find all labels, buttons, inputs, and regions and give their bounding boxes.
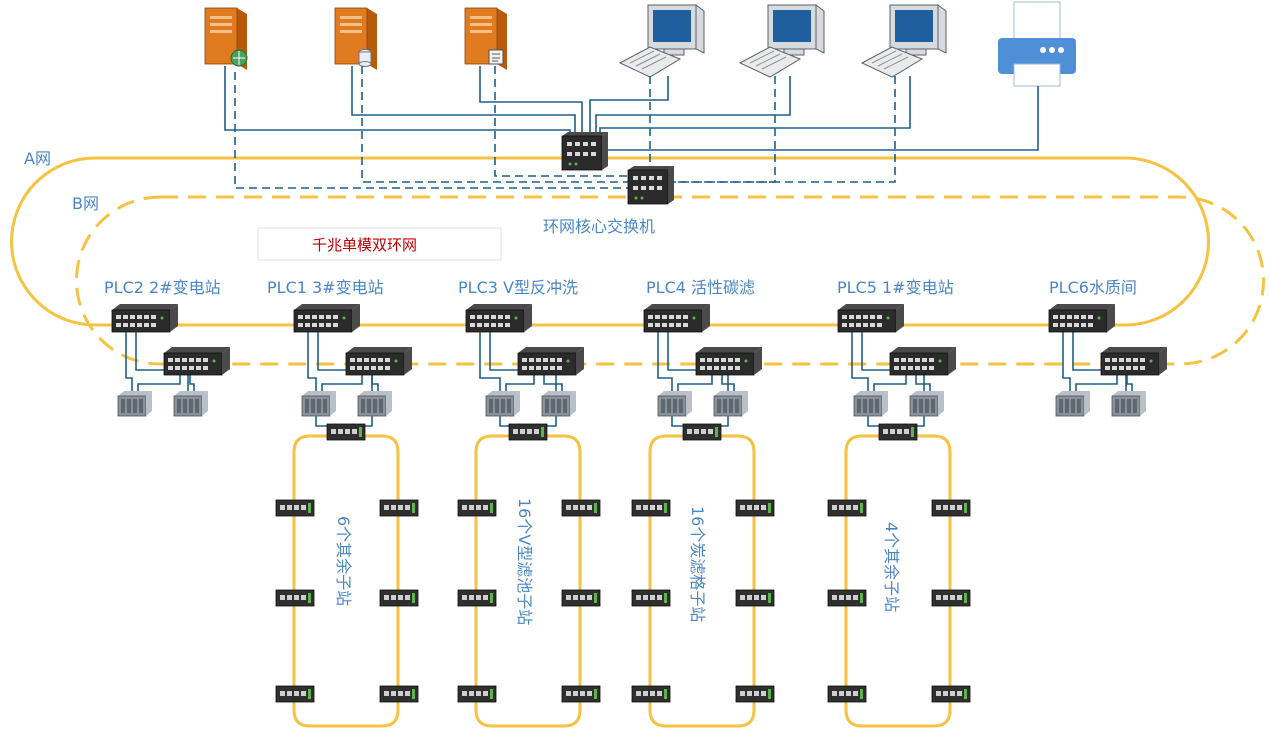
ring-a-switch-plc3 <box>465 304 532 333</box>
net-b-label: B网 <box>72 194 99 213</box>
workstation-icon <box>738 4 825 78</box>
subring-label-plc4: 16个炭滤格子站 <box>688 506 707 622</box>
ring-b-switch-plc2 <box>163 347 230 376</box>
substation-switch-plc5-r0 <box>931 499 971 517</box>
station-plc1 <box>293 304 412 417</box>
station-label-plc6: PLC6水质间 <box>1049 278 1137 297</box>
substation-switch-plc3-l1 <box>457 589 497 607</box>
station-plc2 <box>111 304 230 417</box>
plc-plc3-b <box>541 391 576 417</box>
stations-layer <box>111 304 1167 417</box>
substation-switch-plc3-l0 <box>457 499 497 517</box>
ring-a-switch-plc1 <box>293 304 360 333</box>
plc-plc1-b <box>357 391 392 417</box>
subring-hub-switch-plc1 <box>326 423 366 441</box>
ring-b-switch-plc3 <box>517 347 584 376</box>
substation-switch-plc1-r2 <box>379 685 419 703</box>
station-plc5 <box>837 304 956 417</box>
substation-switch-plc5-l2 <box>827 685 867 703</box>
plc-plc5-a <box>853 391 888 417</box>
subring-hub-switch-plc5 <box>878 423 918 441</box>
ring-b-switch-plc4 <box>695 347 762 376</box>
printer-icon <box>998 1 1076 87</box>
application-server-icon <box>464 7 507 70</box>
substation-switch-plc4-l0 <box>631 499 671 517</box>
substation-switch-plc5-r2 <box>931 685 971 703</box>
subring-plc1 <box>275 416 419 728</box>
plc-plc4-b <box>713 391 748 417</box>
ring-b-net <box>75 195 1265 366</box>
substation-switch-plc5-l1 <box>827 589 867 607</box>
database-server-icon <box>334 7 377 70</box>
workstation-icon <box>860 4 947 78</box>
substation-switch-plc3-l2 <box>457 685 497 703</box>
substation-switch-plc1-l0 <box>275 499 315 517</box>
station-label-plc1: PLC1 3#变电站 <box>267 278 384 297</box>
ring-a-net <box>10 156 1210 327</box>
plc-plc1-a <box>301 391 336 417</box>
ring-title-box <box>257 227 502 261</box>
substation-switch-plc3-r2 <box>561 685 601 703</box>
ring-a-switch-plc2 <box>111 304 178 333</box>
station-label-plc4: PLC4 活性碳滤 <box>646 278 755 297</box>
workstation-icon <box>618 4 705 78</box>
ring-a-switch-plc4 <box>643 304 710 333</box>
substation-switch-plc5-r1 <box>931 589 971 607</box>
ring-a-switch-plc6 <box>1048 304 1115 333</box>
station-label-plc5: PLC5 1#变电站 <box>837 278 954 297</box>
station-plc4 <box>643 304 762 417</box>
core-switch-label: 环网核心交换机 <box>543 217 655 236</box>
station-plc3 <box>465 304 584 417</box>
subrings-layer <box>275 416 971 728</box>
net-a-label: A网 <box>24 149 51 168</box>
ring-b-switch-plc6 <box>1100 347 1167 376</box>
substation-switch-plc4-r0 <box>735 499 775 517</box>
subring-label-plc5: 4个其余子站 <box>882 522 901 612</box>
subring-label-plc3: 16个V型滤池子站 <box>515 498 534 625</box>
plc-plc3-a <box>485 391 520 417</box>
substation-switch-plc4-l2 <box>631 685 671 703</box>
substation-switch-plc5-l0 <box>827 499 867 517</box>
subring-hub-switch-plc3 <box>508 423 548 441</box>
plc-plc2-b <box>173 391 208 417</box>
substation-switch-plc3-r1 <box>561 589 601 607</box>
web-server-icon <box>204 7 248 70</box>
station-plc6 <box>1048 304 1167 417</box>
subring-plc4 <box>631 416 775 728</box>
plc-plc5-b <box>909 391 944 417</box>
subring-hub-switch-plc4 <box>682 423 722 441</box>
substation-switch-plc4-l1 <box>631 589 671 607</box>
substation-switch-plc1-r1 <box>379 589 419 607</box>
ring-b-switch-plc1 <box>345 347 412 376</box>
subring-plc3 <box>457 416 601 728</box>
subring-label-plc1: 6个其余子站 <box>334 516 353 606</box>
core-switch-b <box>627 166 674 205</box>
ring-b-switch-plc5 <box>889 347 956 376</box>
substation-switch-plc4-r2 <box>735 685 775 703</box>
plc-plc6-b <box>1111 391 1146 417</box>
substation-switch-plc3-r0 <box>561 499 601 517</box>
subring-plc5 <box>827 416 971 728</box>
plc-plc2-a <box>117 391 152 417</box>
station-label-plc3: PLC3 V型反冲洗 <box>458 278 578 297</box>
ring-title: 千兆单模双环网 <box>312 236 417 254</box>
station-label-plc2: PLC2 2#变电站 <box>104 278 221 297</box>
plc-plc4-a <box>657 391 692 417</box>
core-switch-a <box>561 132 608 171</box>
ring-a-switch-plc5 <box>837 304 904 333</box>
substation-switch-plc1-r0 <box>379 499 419 517</box>
substation-switch-plc4-r1 <box>735 589 775 607</box>
substation-switch-plc1-l2 <box>275 685 315 703</box>
plc-plc6-a <box>1055 391 1090 417</box>
substation-switch-plc1-l1 <box>275 589 315 607</box>
